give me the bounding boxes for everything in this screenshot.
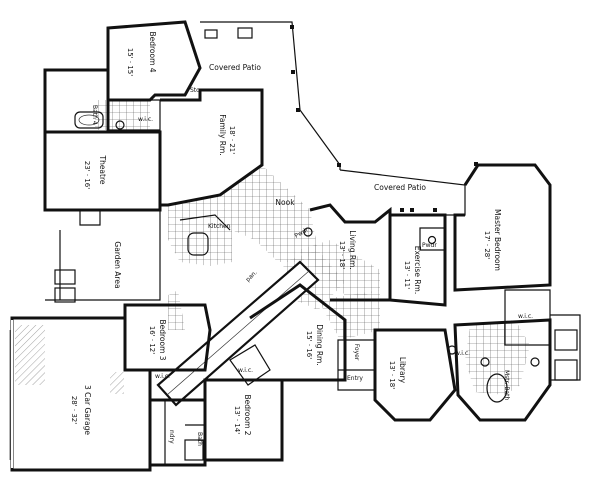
label-wic-master: w.i.c. [518,313,533,320]
patio-posts [290,25,478,212]
label-pantry: pan. [244,269,258,283]
label-bedroom2: Bedroom 2 [243,394,252,435]
label-master-bed: Master Bedroom [493,209,502,271]
diagonal-hallway [156,260,320,407]
label-laundry: ndry [168,430,175,444]
label-living: Living Rm. [348,230,357,270]
room-labels: Bedroom 4 15' · 15' Covered Patio Stor B… [70,31,533,446]
label-wic-b3: w.i.c. [155,373,170,380]
label-library: Library [398,357,407,384]
label-covered-patio-top: Covered Patio [209,63,261,72]
label-garden: Garden Area [113,241,122,288]
label-bedroom3: Bedroom 3 [158,319,167,360]
label-garage: 3 Car Garage [83,385,92,435]
dims-master-bed: 17' · 28' [483,231,491,259]
label-nook: Nook [275,198,295,207]
dims-living: 13' · 18' [338,241,346,269]
label-dining: Dining Rm. [315,324,324,366]
label-bedroom4: Bedroom 4 [148,31,157,72]
label-wic-master2: w.i.c. [455,350,470,357]
label-theatre: Theatre [98,154,107,184]
label-wic-top: w.i.c. [138,116,153,123]
label-kitchen: Kitchen [208,223,231,230]
label-family: Family Rm. [218,114,227,155]
dims-dining: 15' · 16' [305,331,313,359]
label-pwdr-right: Pwdr [422,242,437,249]
label-bath4: Bath 4 [91,105,98,125]
tile-floor [95,100,530,395]
dims-exercise: 13' · 11' [403,261,411,289]
label-foyer: Foyer [353,344,360,361]
label-entry: Entry [347,375,363,382]
label-wic-b2: w.i.c. [238,367,253,374]
label-stor: Stor [190,87,203,94]
label-exercise: Exercise Rm. [413,246,422,295]
fixtures [9,27,578,468]
label-bath-b2: Bath [196,432,203,446]
label-covered-patio-right: Covered Patio [374,183,426,192]
dims-bedroom4: 15' · 15' [126,48,134,76]
dims-bedroom2: 13' · 14' [233,406,241,434]
dims-garage: 28' · 32' [70,396,78,424]
dims-family: 18' · 21' [228,126,236,154]
label-mstr-bath: Mstr. Bath [503,370,510,401]
dims-theatre: 23' · 16' [83,161,91,189]
dims-library: 13' · 18' [388,361,396,389]
dims-bedroom3: 16' · 12' [148,326,156,354]
